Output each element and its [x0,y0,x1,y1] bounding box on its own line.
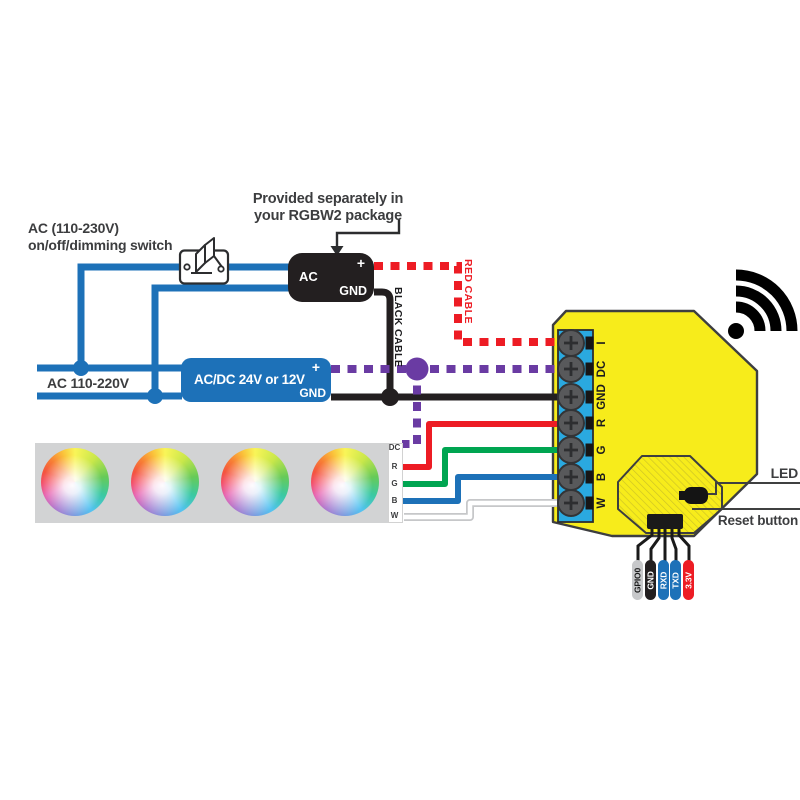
strip-pad-label-g: G [391,479,398,488]
rocker-switch-icon [178,237,230,285]
debug-connector [636,514,691,561]
led-label: LED [770,465,799,481]
pin-gpio0: GPIO0 [632,560,643,600]
switch-annotation-line1: AC (110-230V) [28,220,119,236]
ac-adapter-name: AC [299,269,318,284]
switch-annotation: AC (110-230V) on/off/dimming switch [28,220,173,254]
strip-pad-label-dc: DC [388,443,401,452]
reset-button-label: Reset button [717,513,798,528]
pin-txd-label: TXD [670,571,680,589]
black-cable-label: BLACK CABLE [392,287,404,368]
junction-dot [405,357,429,381]
rgb-color-wheel [131,448,199,516]
terminal-label-w: W [596,497,608,509]
pin-rxd-label: RXD [658,571,668,589]
rgb-color-wheel [221,448,289,516]
terminal-block [557,329,594,523]
rgb-color-wheel [311,448,379,516]
provided-note: Provided separately in your RGBW2 packag… [245,191,411,224]
junction-dot [147,388,163,404]
strip-pad-label-r: R [391,462,398,471]
acdc-plus-terminal: + [311,359,320,375]
ac-adapter-gnd-terminal: GND [339,284,367,298]
ac-adapter-box: AC + GND [288,253,374,302]
pin-gnd: GND [645,560,656,600]
junction-dot [73,360,89,376]
strip-connector-pads [388,443,403,523]
pin-3v3: 3.3V [683,560,694,600]
switch-annotation-line2: on/off/dimming switch [28,237,173,253]
pin-rxd: RXD [658,560,669,600]
junction-dot [381,388,399,406]
strip-wires [403,421,560,521]
pin-gnd-label: GND [645,570,655,590]
pin-txd: TXD [670,560,681,600]
red-cable-label: RED CABLE [462,259,474,324]
acdc-converter-title: AC/DC 24V or 12V [194,372,305,387]
pin-gpio0-label: GPIO0 [632,567,642,593]
strip-pad-label-b: B [391,496,398,505]
led-strip [35,443,388,523]
dc-purple-cable [331,365,560,448]
acdc-gnd-terminal: GND [299,386,326,400]
led-component [679,487,708,504]
red-cable [374,262,560,346]
pin-3v3-label: 3.3V [683,571,693,589]
provided-note-arrow [330,219,401,256]
ac-adapter-plus-terminal: + [356,255,365,271]
wifi-icon [728,269,798,339]
controller-body [551,309,759,538]
black-cable [331,288,560,401]
led-leader-line [708,482,800,495]
acdc-converter-box: AC/DC 24V or 12V + GND [181,358,331,402]
provided-note-line2: your RGBW2 package [254,207,402,224]
provided-note-line1: Provided separately in [252,191,404,207]
terminal-slots [585,336,594,510]
ac-mains-label: AC 110-220V [47,375,129,391]
strip-pad-label-w: W [390,511,399,520]
rgb-color-wheel [41,448,109,516]
